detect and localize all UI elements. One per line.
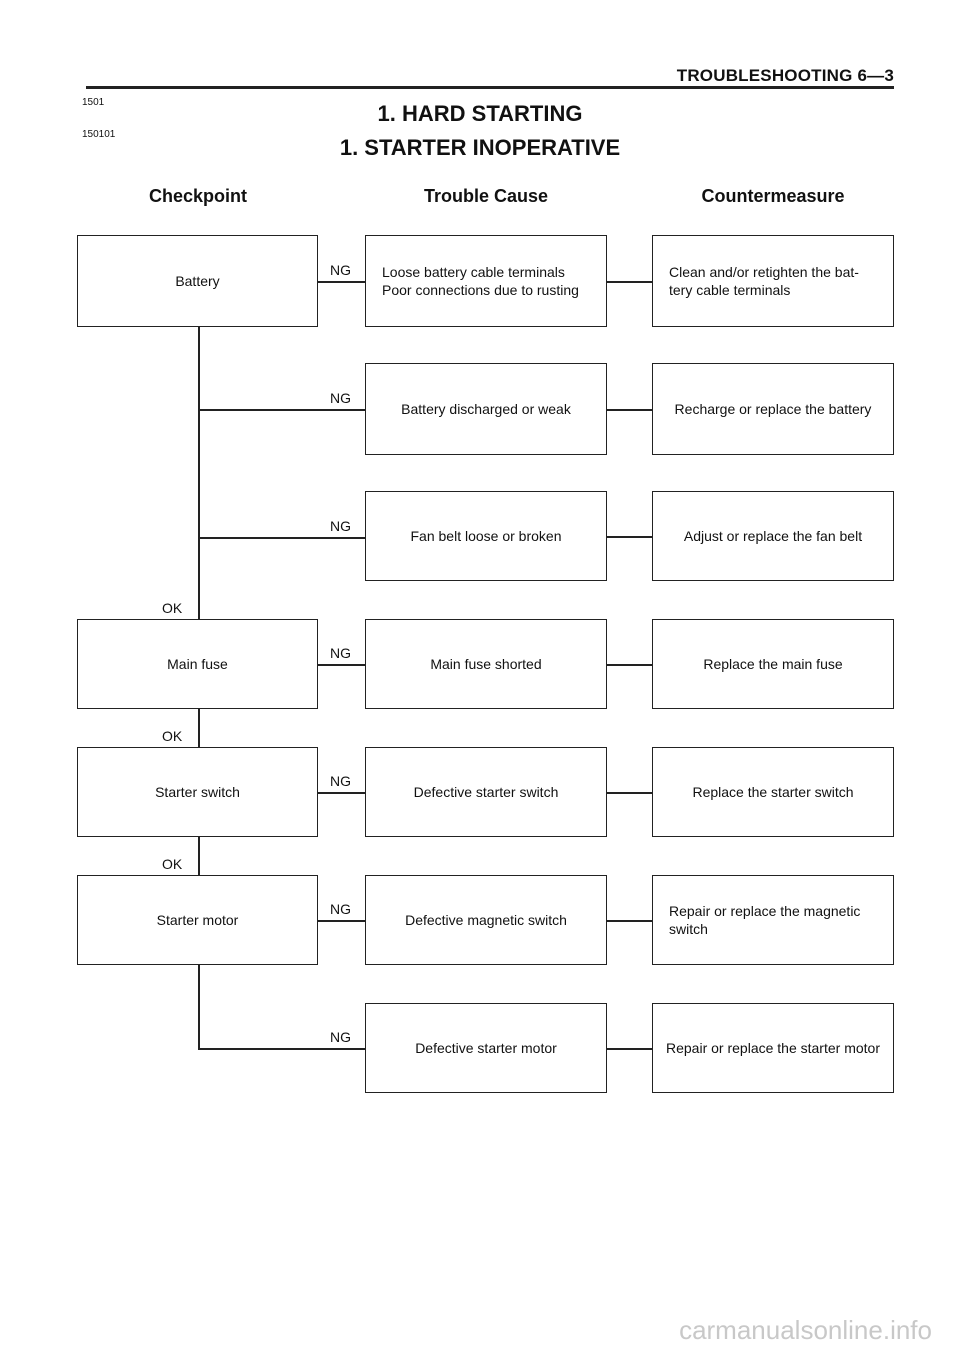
cause-box-3: Fan belt loose or broken (365, 491, 607, 581)
column-header-countermeasure: Countermeasure (701, 186, 845, 206)
countermeasure-box-3: Adjust or replace the fan belt (652, 491, 894, 581)
ng-connector (318, 920, 365, 922)
ng-label: NG (330, 1029, 351, 1045)
checkpoint-starter-motor: Starter motor (77, 875, 318, 965)
column-header-cause: Trouble Cause (423, 186, 549, 206)
cause-box-4: Main fuse shorted (365, 619, 607, 709)
countermeasure-text: Clean and/or retighten the bat- (669, 264, 859, 280)
countermeasure-text: Replace the main fuse (703, 656, 843, 672)
countermeasure-box-5: Replace the starter switch (652, 747, 894, 837)
cause-text: Defective magnetic switch (405, 912, 567, 928)
connector-line (607, 920, 652, 922)
connector-line (607, 409, 652, 411)
cause-text: Fan belt loose or broken (410, 528, 562, 544)
ng-connector (318, 792, 365, 794)
cause-box-2: Battery discharged or weak (365, 363, 607, 455)
countermeasure-text: Replace the starter switch (692, 784, 854, 800)
trunk-line (198, 965, 200, 1049)
countermeasure-box-4: Replace the main fuse (652, 619, 894, 709)
ok-label: OK (162, 856, 183, 872)
ng-connector (198, 1048, 365, 1050)
trunk-line (198, 837, 200, 875)
ng-label: NG (330, 262, 351, 278)
page-header-title: TROUBLESHOOTING 6—3 (676, 66, 894, 85)
cause-text: Poor connections due to rusting (382, 282, 579, 298)
countermeasure-text: tery cable terminals (669, 282, 791, 298)
countermeasure-text: Repair or replace the starter motor (666, 1040, 880, 1056)
main-title: 1. HARD STARTING (377, 101, 583, 126)
checkpoint-main-fuse: Main fuse (77, 619, 318, 709)
section-code: 1501 (82, 97, 105, 108)
checkpoint-starter-switch: Starter switch (77, 747, 318, 837)
countermeasure-box-6: Repair or replace the magnetic switch (652, 875, 894, 965)
checkpoint-label: Main fuse (167, 656, 228, 672)
cause-box-7: Defective starter motor (365, 1003, 607, 1093)
connector-line (607, 792, 652, 794)
countermeasure-text: Adjust or replace the fan belt (683, 528, 863, 544)
trunk-line (198, 327, 200, 619)
countermeasure-box-7: Repair or replace the starter motor (652, 1003, 894, 1093)
checkpoint-label: Starter switch (155, 784, 240, 800)
connector-line (607, 664, 652, 666)
cause-text: Defective starter motor (415, 1040, 557, 1056)
column-header-checkpoint: Checkpoint (148, 186, 247, 206)
header-rule (86, 86, 894, 89)
ng-connector (318, 281, 365, 283)
ng-label: NG (330, 901, 351, 917)
countermeasure-box-2: Recharge or replace the battery (652, 363, 894, 455)
checkpoint-battery: Battery (77, 235, 318, 327)
watermark: carmanualsonline.info (679, 1315, 932, 1345)
ok-label: OK (162, 600, 183, 616)
cause-box-5: Defective starter switch (365, 747, 607, 837)
checkpoint-label: Battery (175, 273, 220, 289)
countermeasure-text: switch (669, 921, 708, 937)
connector-line (607, 1048, 652, 1050)
ok-label: OK (162, 728, 183, 744)
cause-box-6: Defective magnetic switch (365, 875, 607, 965)
connector-line (607, 536, 652, 538)
trunk-line (198, 709, 200, 747)
countermeasure-box-1: Clean and/or retighten the bat-tery cabl… (652, 235, 894, 327)
checkpoint-label: Starter motor (156, 912, 239, 928)
countermeasure-text: Recharge or replace the battery (674, 401, 872, 417)
sub-title: 1. STARTER INOPERATIVE (339, 135, 621, 160)
ng-connector (198, 409, 365, 411)
ng-connector (318, 664, 365, 666)
countermeasure-text: Repair or replace the magnetic (669, 903, 861, 919)
cause-text: Defective starter switch (413, 784, 559, 800)
ng-label: NG (330, 518, 351, 534)
ng-label: NG (330, 645, 351, 661)
cause-text: Loose battery cable terminals (382, 264, 565, 280)
cause-text: Battery discharged or weak (401, 401, 571, 417)
ng-connector (198, 537, 365, 539)
cause-text: Main fuse shorted (430, 656, 542, 672)
subsection-code: 150101 (82, 129, 116, 140)
ng-label: NG (330, 390, 351, 406)
connector-line (607, 281, 652, 283)
ng-label: NG (330, 773, 351, 789)
